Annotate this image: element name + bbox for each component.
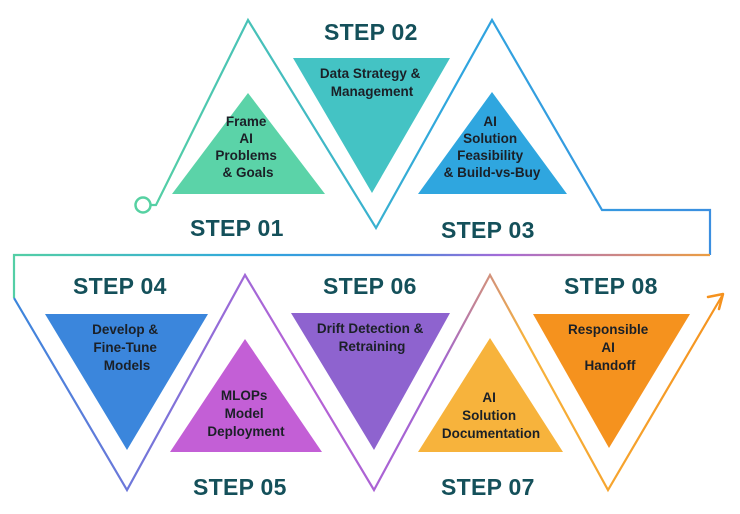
triangle-step-08 (533, 314, 690, 448)
bottom-connector-line (13, 272, 723, 493)
step-05-text: MLOPs Model Deployment (207, 388, 285, 439)
arrow-head-icon (706, 292, 725, 311)
step-01-text: Frame AI Problems & Goals (215, 114, 280, 180)
top-connector-line (150, 17, 712, 255)
triangle-step-01 (172, 93, 325, 194)
step-04-text: Develop & Fine-Tune Models (92, 322, 162, 373)
step-02-label: STEP 02 (324, 19, 418, 45)
step-08-label: STEP 08 (564, 273, 658, 299)
step-03-label: STEP 03 (441, 217, 535, 243)
step-04-label: STEP 04 (73, 273, 167, 299)
triangle-step-06 (291, 313, 450, 450)
step-07-label: STEP 07 (441, 474, 535, 500)
step-02-text: Data Strategy & Management (320, 66, 424, 99)
triangle-step-05 (170, 339, 322, 452)
triangle-step-04 (45, 314, 208, 450)
triangle-step-07 (418, 338, 563, 452)
triangle-step-02 (293, 58, 450, 193)
step-03-text: AI Solution Feasibility & Build-vs-Buy (444, 114, 541, 180)
step-05-label: STEP 05 (193, 474, 287, 500)
step-07-text: AI Solution Documentation (442, 390, 540, 441)
step-08-text: Responsible AI Handoff (568, 322, 652, 373)
wrap-connector-line (12, 253, 710, 298)
triangle-step-03 (418, 92, 567, 194)
step-06-text: Drift Detection & Retraining (317, 321, 427, 354)
step-01-label: STEP 01 (190, 215, 284, 241)
step-06-label: STEP 06 (323, 273, 417, 299)
start-circle (134, 196, 152, 214)
